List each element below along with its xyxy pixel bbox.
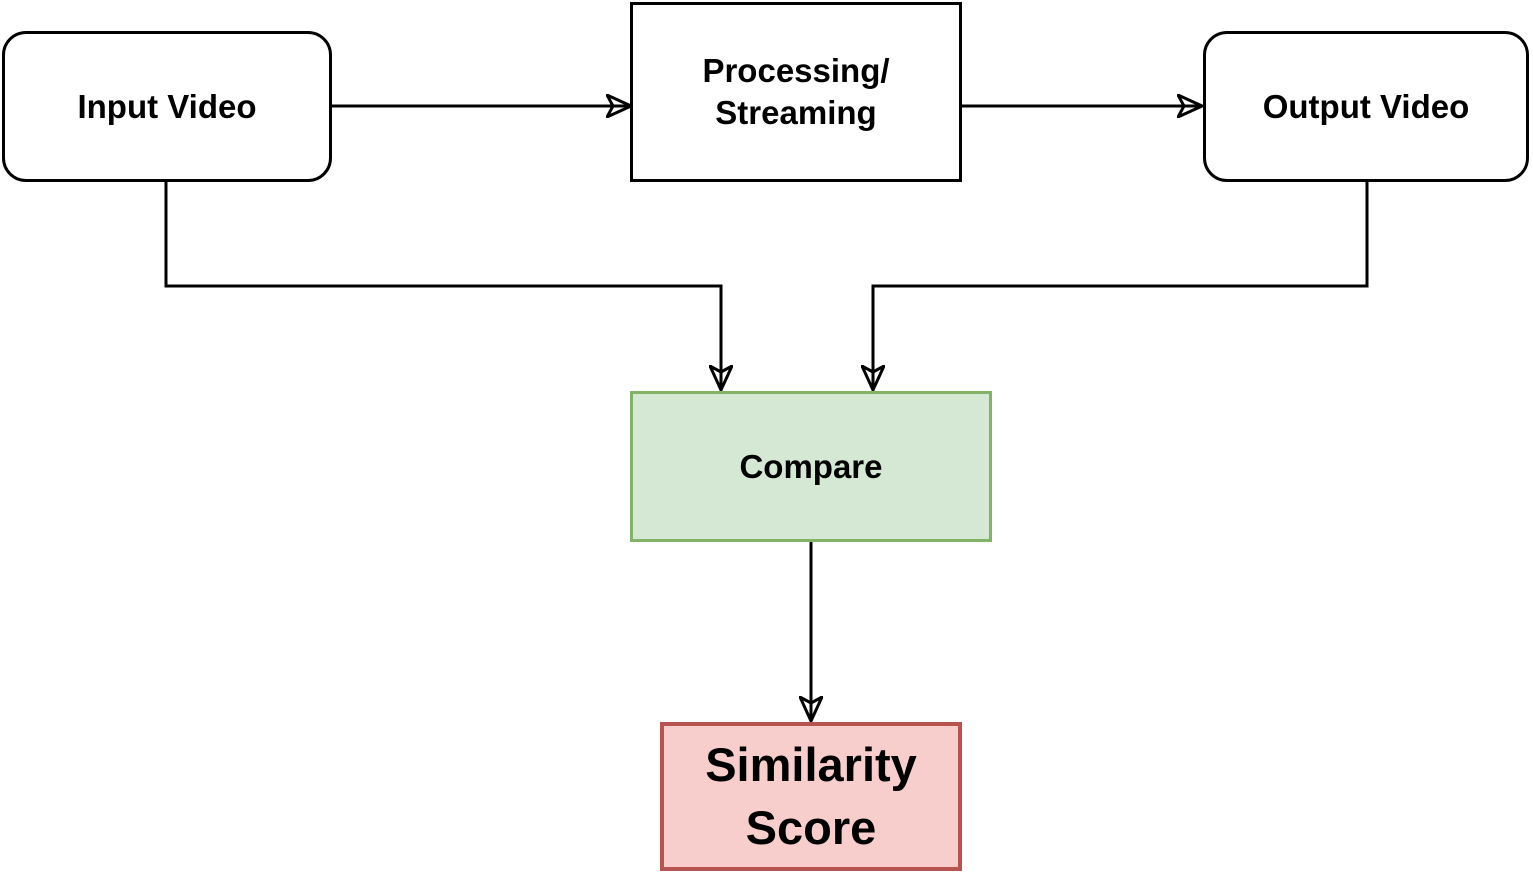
node-input-video-label: Input Video: [77, 87, 257, 125]
edge-output-to-compare: [873, 182, 1369, 389]
edge-input-to-compare: [164, 182, 721, 389]
node-similarity-score-label: Similarity Score: [705, 738, 917, 854]
node-output-video-label: Output Video: [1262, 87, 1470, 125]
node-compare: Compare: [630, 391, 992, 542]
node-output-video: Output Video: [1203, 31, 1529, 182]
node-input-video: Input Video: [2, 31, 332, 182]
node-similarity-score: Similarity Score: [660, 722, 962, 871]
node-compare-label: Compare: [739, 447, 883, 485]
node-processing-streaming-label: Processing/ Streaming: [702, 52, 890, 131]
node-processing-streaming: Processing/ Streaming: [630, 2, 962, 182]
